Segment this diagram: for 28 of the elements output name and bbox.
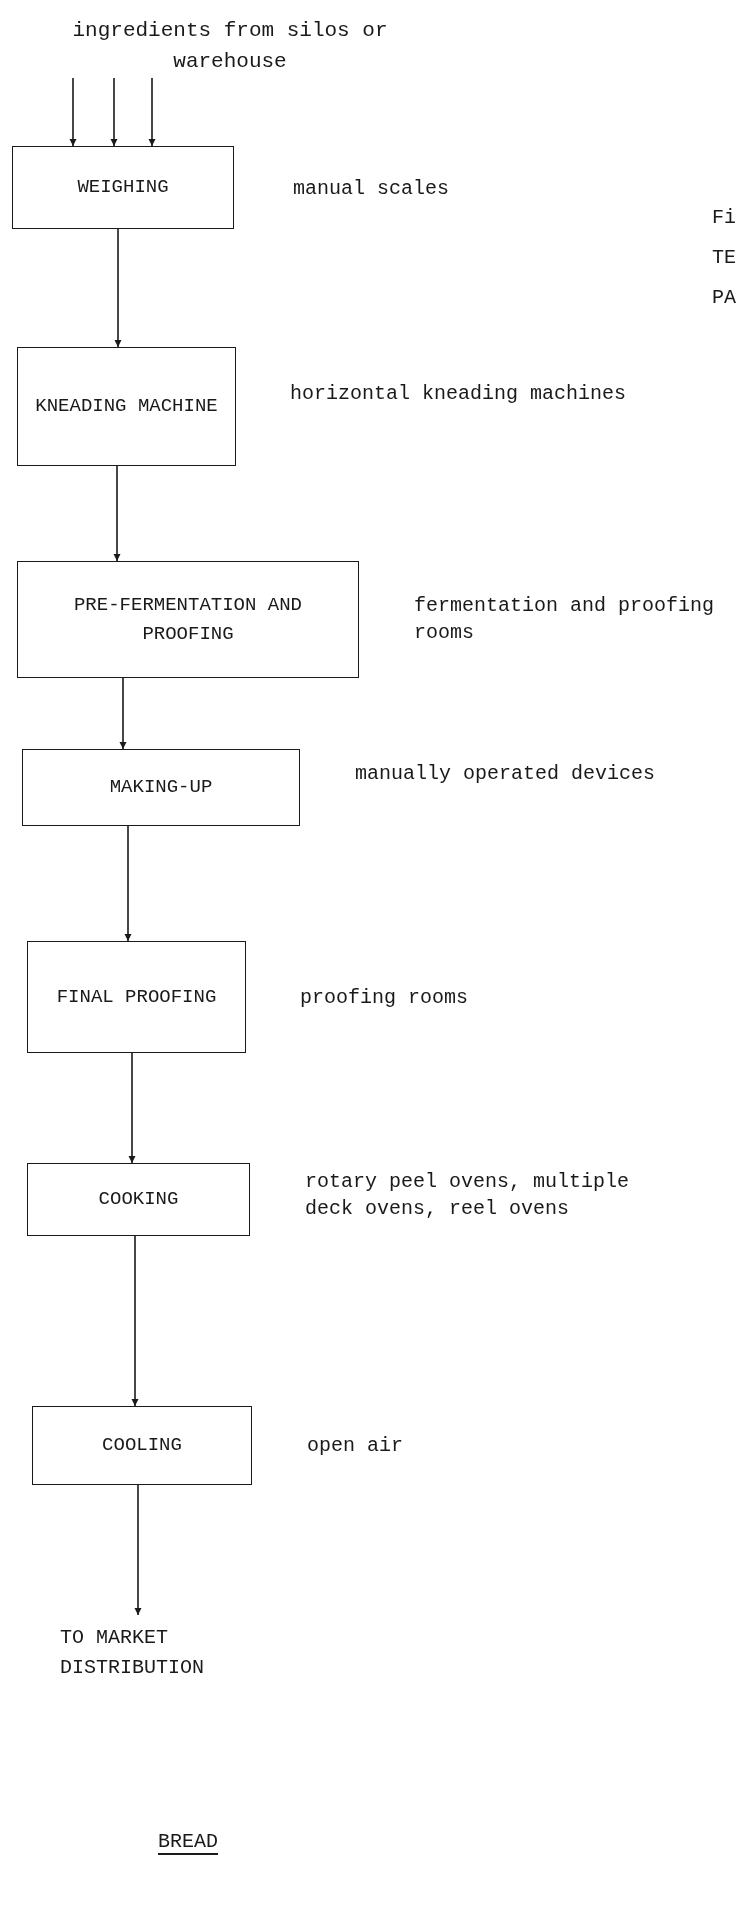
process-box: MAKING-UP — [22, 749, 300, 826]
arrow — [131, 1235, 139, 1407]
arrow — [113, 465, 121, 562]
equipment-note: open air — [307, 1433, 404, 1459]
arrow — [114, 228, 122, 348]
cropped-text: PA — [712, 286, 736, 310]
arrow — [148, 77, 156, 147]
process-box: WEIGHING — [12, 146, 234, 229]
arrow — [134, 1484, 142, 1616]
process-box: PRE-FERMENTATION AND PROOFING — [17, 561, 359, 678]
process-box: COOLING — [32, 1406, 252, 1485]
arrow — [69, 77, 77, 147]
arrow — [119, 677, 127, 750]
equipment-note: horizontal kneading machines — [290, 381, 628, 407]
figure-label: BREAD — [158, 1830, 218, 1854]
equipment-note: rotary peel ovens, multiple deck ovens, reel ovens — [305, 1169, 631, 1222]
process-box: FINAL PROOFING — [27, 941, 246, 1053]
process-box: COOKING — [27, 1163, 250, 1236]
arrow — [128, 1052, 136, 1164]
equipment-note: fermentation and proofing rooms — [414, 593, 716, 646]
equipment-note: manual scales — [293, 176, 451, 202]
cropped-text: Fi — [712, 206, 736, 230]
equipment-note: proofing rooms — [300, 985, 470, 1011]
equipment-note: manually operated devices — [355, 761, 657, 787]
cropped-text: TE — [712, 246, 736, 270]
process-box: KNEADING MACHINE — [17, 347, 236, 466]
arrow — [110, 77, 118, 147]
arrow — [124, 825, 132, 942]
